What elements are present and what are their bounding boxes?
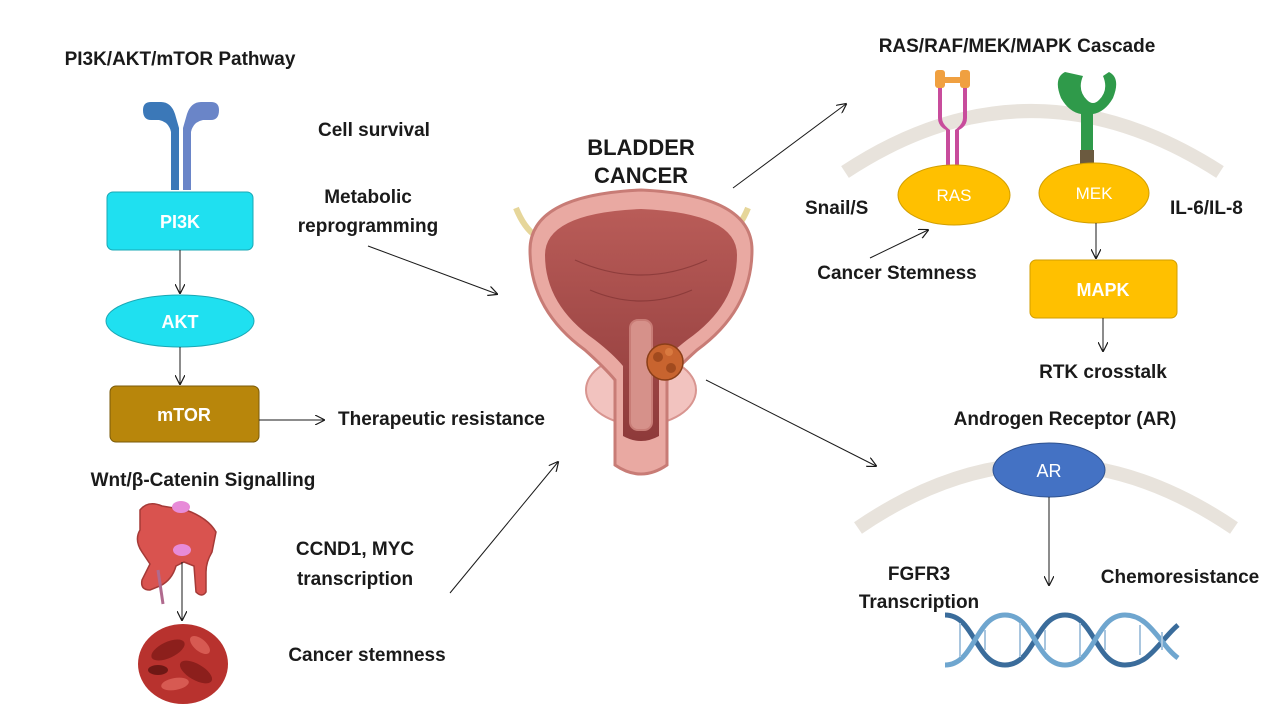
- wnt-stemness-text: Cancer stemness: [288, 645, 445, 666]
- wnt-cell-icon: [136, 501, 217, 605]
- mtor-node: [109, 385, 260, 443]
- snail-text: Snail/S: [805, 198, 868, 219]
- pi3k-label: PI3K: [160, 212, 200, 232]
- metabolic-text-2: reprogramming: [298, 216, 438, 237]
- therapeutic-resistance-text: Therapeutic resistance: [338, 409, 545, 430]
- ar-section-title: Androgen Receptor (AR): [954, 409, 1177, 430]
- arrow-stemness-ras: [869, 230, 928, 259]
- bladder-title-2: CANCER: [594, 163, 688, 188]
- ras-stemness-text: Cancer Stemness: [817, 263, 976, 284]
- metabolic-text-1: Metabolic: [324, 187, 412, 208]
- arrow-bladder-ar: [705, 379, 876, 466]
- ccnd1-text-2: transcription: [297, 569, 413, 590]
- dna-icon: [944, 612, 1180, 668]
- bladder-illustration: [513, 188, 754, 476]
- membrane-top: [841, 104, 1224, 178]
- ras-label: RAS: [937, 186, 972, 205]
- akt-label: AKT: [162, 312, 199, 332]
- arrow-bladder-ras: [732, 104, 846, 189]
- cancer-cells-icon: [138, 624, 228, 704]
- raf-receptor-icon: [935, 70, 970, 175]
- rtk-text: RTK crosstalk: [1039, 362, 1167, 383]
- fgfr3-text-1: FGFR3: [888, 564, 950, 585]
- cell-survival-text: Cell survival: [318, 120, 430, 141]
- wnt-section-title: Wnt/β-Catenin Signalling: [91, 470, 316, 491]
- ar-label: AR: [1036, 461, 1061, 481]
- pi3k-receptor-icon: [143, 102, 219, 190]
- bladder-title-1: BLADDER: [587, 135, 695, 160]
- ras-node: [897, 164, 1011, 226]
- arrow-ccnd1-bladder: [449, 462, 558, 594]
- mek-node: [1038, 162, 1150, 224]
- ccnd1-text-1: CCND1, MYC: [296, 539, 415, 560]
- arrow-metabolic-bladder: [367, 245, 497, 294]
- pi3k-section-title: PI3K/AKT/mTOR Pathway: [65, 49, 296, 70]
- ras-section-title: RAS/RAF/MEK/MAPK Cascade: [879, 36, 1156, 57]
- il-text: IL-6/IL-8: [1170, 198, 1243, 219]
- mtor-label: mTOR: [157, 405, 211, 425]
- chemo-text: Chemoresistance: [1101, 567, 1259, 588]
- mek-label: MEK: [1076, 184, 1114, 203]
- mapk-label: MAPK: [1077, 280, 1130, 300]
- fgfr3-text-2: Transcription: [859, 592, 979, 613]
